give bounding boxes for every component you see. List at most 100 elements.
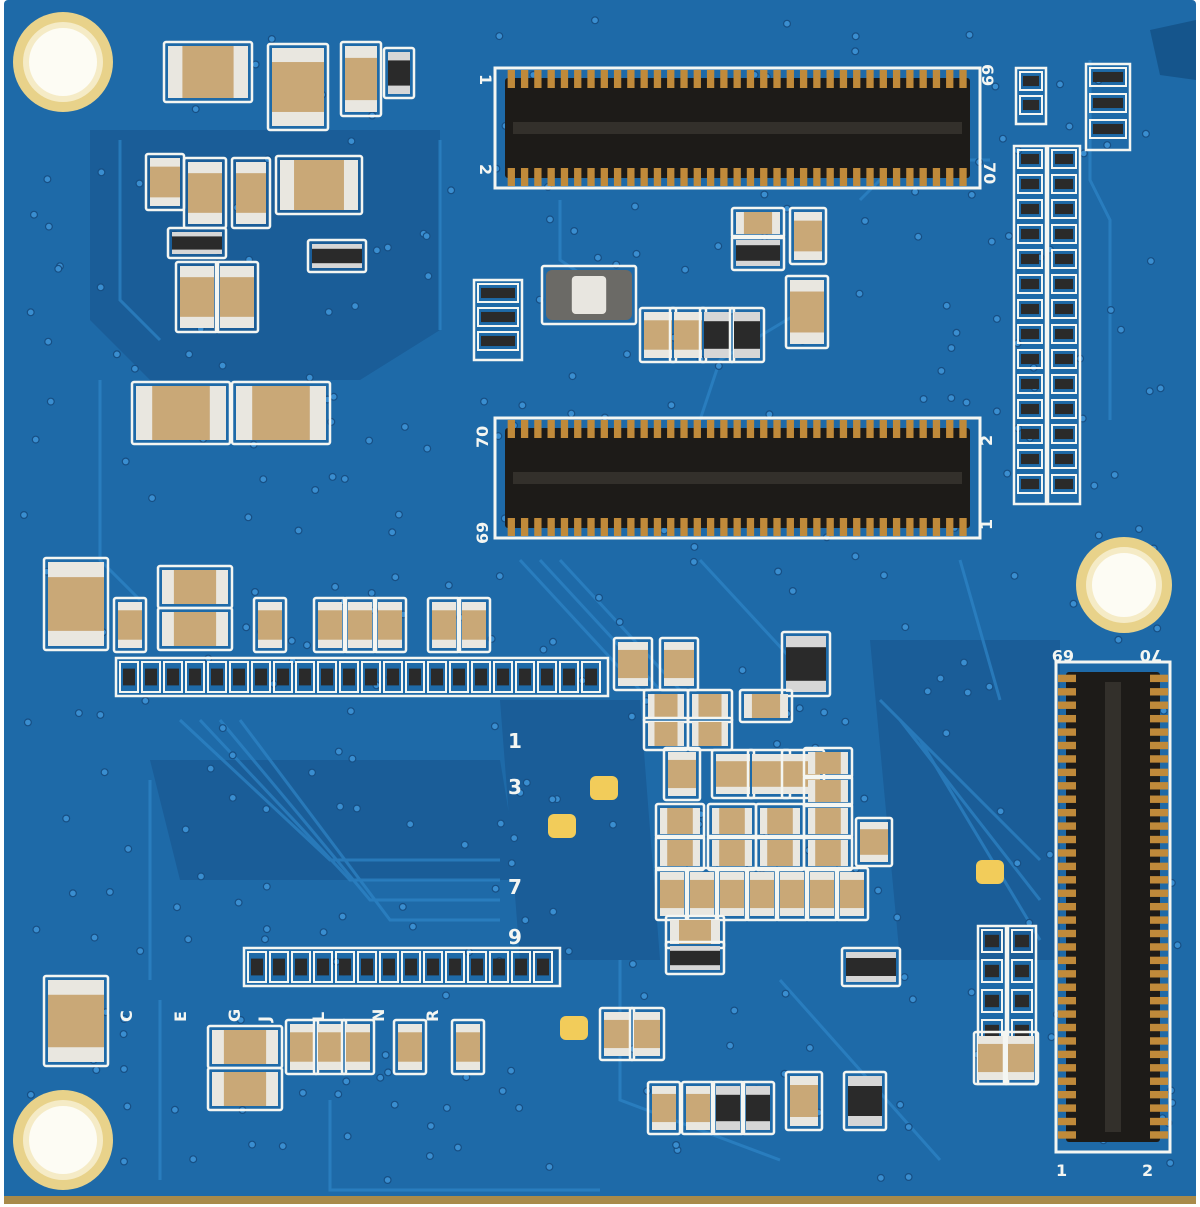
capacitor-terminal xyxy=(1008,1072,1034,1080)
via xyxy=(130,364,139,373)
capacitor-terminal xyxy=(266,1072,278,1106)
part-outline xyxy=(744,866,780,922)
capacitor-terminal xyxy=(760,840,768,866)
bank-cell xyxy=(1051,324,1077,344)
capacitor-terminal xyxy=(48,562,104,578)
bank-cell xyxy=(449,661,469,693)
silk-number: 7 xyxy=(508,875,522,899)
capacitor-terminal xyxy=(677,722,684,746)
capacitor-part xyxy=(660,808,700,834)
ic-part xyxy=(312,244,362,268)
via xyxy=(426,1121,435,1130)
bank-part xyxy=(1021,303,1039,315)
via xyxy=(998,134,1007,143)
ic-part xyxy=(846,952,896,982)
via xyxy=(251,587,260,596)
via xyxy=(1047,1033,1056,1042)
via xyxy=(521,916,530,925)
via xyxy=(352,804,361,813)
connector-pin xyxy=(879,518,887,536)
capacitor-terminal xyxy=(48,630,104,646)
via xyxy=(340,474,349,483)
capacitor-terminal xyxy=(290,1024,314,1033)
connector-pin xyxy=(906,168,914,186)
via xyxy=(963,688,972,697)
ic-terminal xyxy=(388,85,410,94)
connector-pin xyxy=(520,70,529,88)
bank-part xyxy=(339,958,351,976)
connector-pin xyxy=(1058,916,1076,924)
capacitor-part xyxy=(760,808,800,834)
via xyxy=(496,819,505,828)
via xyxy=(1110,470,1119,479)
connector-pin xyxy=(733,168,741,186)
ic-terminal xyxy=(172,232,222,237)
capacitor-terminal xyxy=(48,1047,104,1062)
connector-pin xyxy=(879,420,887,438)
connector-pin xyxy=(773,518,781,536)
connector-slot xyxy=(513,122,962,134)
part-outline xyxy=(738,688,794,724)
capacitor-terminal xyxy=(840,872,864,880)
capacitor-terminal xyxy=(721,722,728,746)
via xyxy=(43,175,52,184)
capacitor-part xyxy=(48,562,104,646)
via xyxy=(62,814,71,823)
capacitor-terminal xyxy=(978,1072,1004,1080)
via xyxy=(851,47,860,56)
capacitor-part xyxy=(840,872,864,916)
via xyxy=(331,582,340,591)
via xyxy=(590,16,599,25)
capacitor-terminal xyxy=(668,752,696,760)
via xyxy=(343,1132,352,1141)
connector-pin xyxy=(693,420,701,438)
via xyxy=(851,552,860,561)
part-outline xyxy=(112,596,148,654)
ic-terminal xyxy=(734,312,760,322)
part-outline xyxy=(456,596,492,654)
capacitor-part xyxy=(808,780,848,802)
silkscreen-labels: 1 2 69 70 70 69 2 1 69 70 1 2 1 3 7 9 C … xyxy=(117,64,1162,1180)
capacitor-terminal xyxy=(220,266,254,278)
capacitor-part xyxy=(618,642,648,686)
connector-pin xyxy=(640,518,648,536)
capacitor-terminal xyxy=(150,197,180,206)
ic-terminal xyxy=(704,312,730,322)
bank-cell xyxy=(1051,199,1077,219)
bank-part xyxy=(475,668,487,686)
silk-letter: L xyxy=(309,1012,328,1022)
bank-cell xyxy=(471,661,491,693)
bank-cell xyxy=(1051,349,1077,369)
ic-terminal xyxy=(704,348,730,358)
capacitor-terminal xyxy=(692,840,700,866)
via xyxy=(74,709,83,718)
capacitor-terminal xyxy=(266,1030,278,1064)
connector-pin xyxy=(826,420,834,438)
ic-terminal xyxy=(716,1121,740,1130)
ic-terminal xyxy=(746,1086,770,1095)
via xyxy=(406,820,415,829)
trace xyxy=(118,140,162,342)
via xyxy=(97,168,106,177)
via xyxy=(491,884,500,893)
connector-pin xyxy=(627,70,635,88)
via xyxy=(218,724,227,733)
bank-part xyxy=(1055,203,1073,215)
ic-part xyxy=(736,240,780,266)
via xyxy=(342,1077,351,1086)
bank-cell xyxy=(313,951,333,983)
connector-pin xyxy=(667,518,675,536)
capacitor-terminal xyxy=(648,722,655,746)
via xyxy=(893,913,902,922)
silk-letter: C xyxy=(117,1010,136,1022)
connector-pin xyxy=(560,168,569,186)
bank-part xyxy=(1055,278,1073,290)
connector-pin xyxy=(1150,1064,1168,1072)
via xyxy=(120,1014,129,1023)
capacitor-terminal xyxy=(780,908,804,916)
bank-part xyxy=(985,964,999,978)
via xyxy=(1069,599,1078,608)
connector-pin xyxy=(653,70,662,88)
bank-part xyxy=(1093,71,1123,83)
via xyxy=(184,935,193,944)
